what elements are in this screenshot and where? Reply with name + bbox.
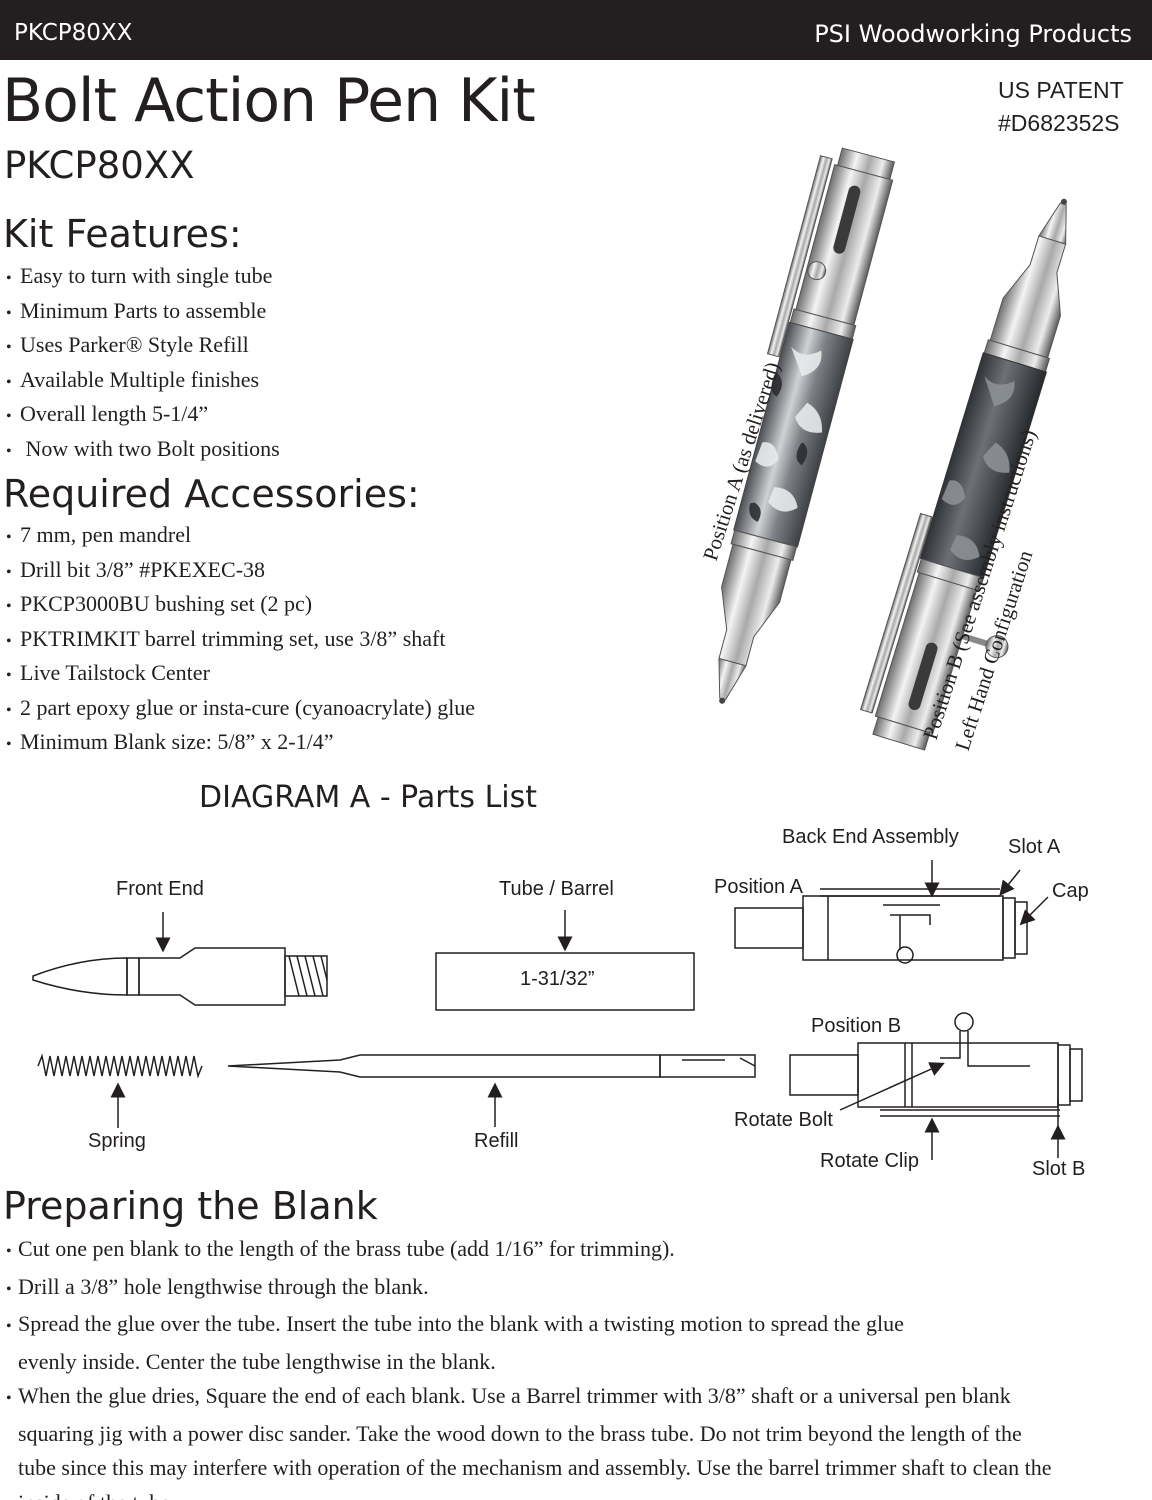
label-slot-b: Slot B: [1032, 1158, 1086, 1180]
list-item: Minimum Blank size: 5/8” x 2-1/4”: [6, 725, 475, 760]
page-subtitle: PKCP80XX: [4, 144, 195, 187]
list-item: Live Tailstock Center: [6, 656, 475, 691]
patent-line-1: US PATENT: [998, 77, 1124, 103]
list-item: Drill a 3/8” hole lengthwise through the…: [6, 1270, 1146, 1308]
list-item: When the glue dries, Square the end of e…: [6, 1379, 1146, 1500]
diagram-title: DIAGRAM A - Parts List: [199, 780, 538, 815]
list-item: Easy to turn with single tube: [6, 259, 280, 294]
label-rotate-bolt: Rotate Bolt: [734, 1109, 833, 1131]
tube-barrel-part: [435, 910, 695, 1011]
list-item: 7 mm, pen mandrel: [6, 518, 475, 553]
header-brand: PSI Woodworking Products: [814, 20, 1132, 48]
accessories-heading: Required Accessories:: [3, 472, 420, 516]
list-item: Spread the glue over the tube. Insert th…: [6, 1307, 1146, 1379]
preparing-heading: Preparing the Blank: [3, 1184, 378, 1228]
label-back-end-assembly: Back End Assembly: [782, 826, 959, 848]
front-end-part: [32, 912, 328, 1006]
list-item: Uses Parker® Style Refill: [6, 328, 280, 363]
back-end-position-a: [734, 860, 1049, 964]
spring-part: [37, 1053, 203, 1128]
list-item: Now with two Bolt positions: [6, 432, 280, 467]
list-item: Available Multiple finishes: [6, 363, 280, 398]
label-tube-barrel: Tube / Barrel: [499, 878, 614, 900]
pen-position-b: [859, 198, 1067, 751]
label-tube-length: 1-31/32”: [520, 968, 595, 990]
list-item: Cut one pen blank to the length of the b…: [6, 1232, 1146, 1270]
list-item: PKCP3000BU bushing set (2 pc): [6, 587, 475, 622]
features-heading: Kit Features:: [3, 212, 242, 256]
label-slot-a: Slot A: [1008, 836, 1061, 858]
header-product-code: PKCP80XX: [14, 20, 133, 46]
label-front-end: Front End: [116, 878, 204, 900]
list-item: Minimum Parts to assemble: [6, 294, 280, 329]
header-bar: PKCP80XX PSI Woodworking Products: [0, 0, 1152, 60]
label-refill: Refill: [474, 1130, 519, 1152]
label-position-b: Position B: [811, 1015, 902, 1037]
features-list: Easy to turn with single tube Minimum Pa…: [6, 259, 280, 466]
list-item: PKTRIMKIT barrel trimming set, use 3/8” …: [6, 622, 475, 657]
label-cap: Cap: [1052, 880, 1089, 902]
label-spring: Spring: [88, 1130, 146, 1152]
pen-position-a: [718, 147, 896, 704]
list-item: 2 part epoxy glue or insta-cure (cyanoac…: [6, 691, 475, 726]
list-item: Overall length 5-1/4”: [6, 397, 280, 432]
refill-part: [227, 1054, 756, 1127]
preparing-list: Cut one pen blank to the length of the b…: [6, 1232, 1146, 1500]
back-end-position-b: [789, 1012, 1083, 1160]
patent-note: US PATENT #D682352S: [998, 74, 1124, 140]
label-position-a: Position A: [714, 876, 803, 898]
patent-line-2: #D682352S: [998, 110, 1120, 136]
accessories-list: 7 mm, pen mandrel Drill bit 3/8” #PKEXEC…: [6, 518, 475, 760]
list-item: Drill bit 3/8” #PKEXEC-38: [6, 553, 475, 588]
label-rotate-clip: Rotate Clip: [820, 1150, 919, 1172]
page-title: Bolt Action Pen Kit: [2, 66, 536, 136]
